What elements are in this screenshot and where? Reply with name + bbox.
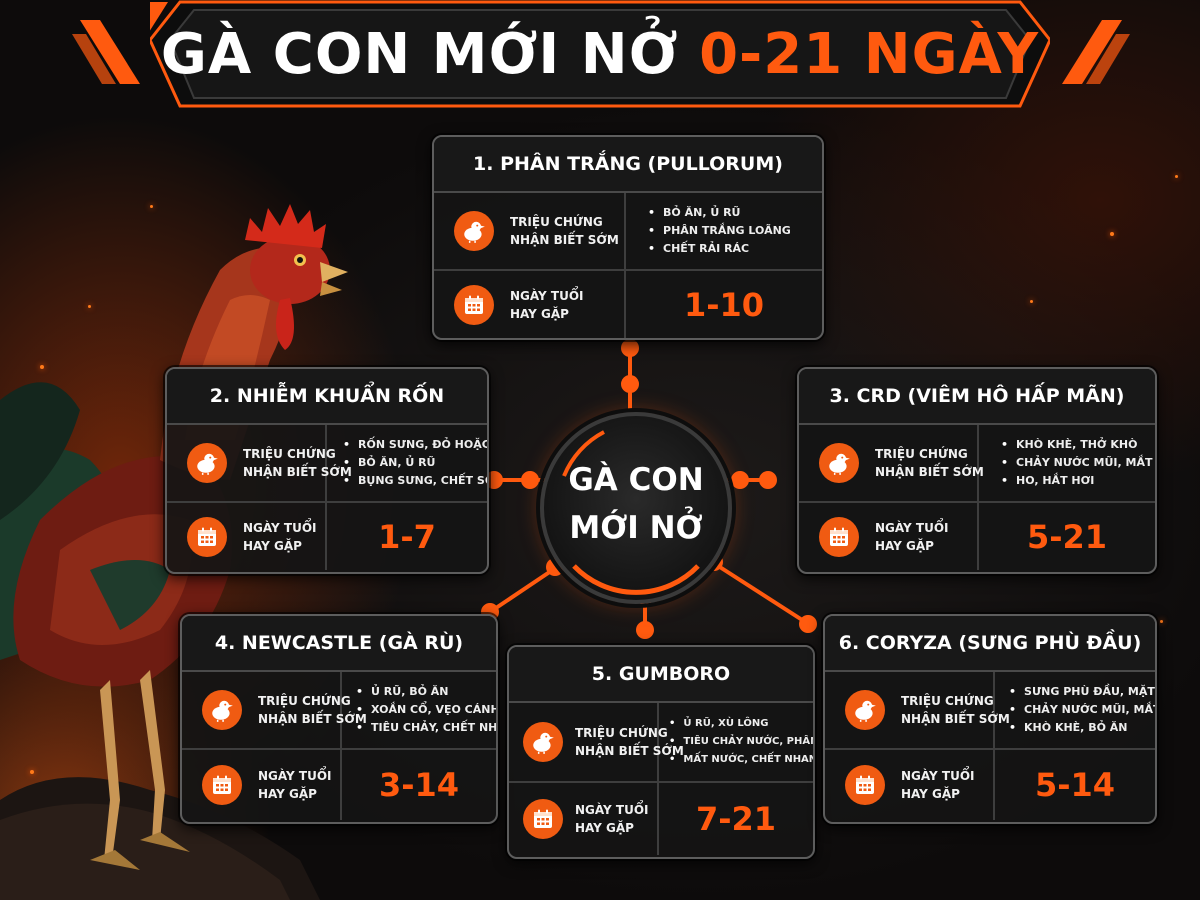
header-stripes-right: [1062, 20, 1130, 84]
symptom-item: BỎ ĂN, Ủ RŨ: [343, 454, 487, 472]
ember-spark: [1110, 232, 1114, 236]
age-range-value: 7-21: [695, 800, 777, 838]
symptom-item: TIÊU CHẢY NƯỚC, PHÂN TRẮNG: [669, 733, 813, 751]
calendar-icon: [187, 516, 227, 557]
symptom-item: CHẢY NƯỚC MŨI, MẮT: [1001, 454, 1152, 472]
chick-icon: [454, 211, 494, 251]
title-age-range: 0-21 NGÀY: [699, 22, 1040, 87]
disease-title: 6. CORYZA (SƯNG PHÙ ĐẦU): [825, 616, 1155, 672]
calendar-icon: [454, 284, 494, 325]
hub-line-1: GÀ CON: [568, 462, 704, 498]
symptom-item: BỎ ĂN, Ủ RŨ: [648, 204, 791, 222]
ember-spark: [88, 305, 91, 308]
age-range-value: 1-10: [683, 285, 765, 324]
symptom-item: Ủ RŨ, XÙ LÔNG: [669, 715, 813, 733]
age-range-value: 5-21: [1026, 517, 1108, 556]
calendar-icon: [819, 516, 859, 557]
symptom-item: XOẮN CỔ, VẸO CÁNH CHÂN: [356, 701, 496, 719]
symptom-list: SƯNG PHÙ ĐẦU, MẶT CHẢY NƯỚC MŨI, MẮT KHÒ…: [995, 683, 1155, 737]
calendar-icon: [202, 765, 242, 805]
calendar-icon: [523, 799, 563, 839]
symptom-item: CHẾT RẢI RÁC: [648, 240, 791, 258]
chick-icon: [819, 443, 859, 483]
symptom-item: PHÂN TRẮNG LOÃNG: [648, 222, 791, 240]
chick-icon: [202, 690, 242, 730]
symptom-item: MẤT NƯỚC, CHẾT NHANH: [669, 751, 813, 769]
ember-spark: [1175, 175, 1178, 178]
disease-title: 1. PHÂN TRẮNG (PULLORUM): [434, 137, 822, 193]
header-frame: [150, 0, 1050, 108]
ember-spark: [150, 205, 153, 208]
hub-label: GÀ CON MỚI NỞ: [544, 456, 728, 552]
disease-title: 4. NEWCASTLE (GÀ RÙ): [182, 616, 496, 672]
page-title: GÀ CON MỚI NỞ 0-21 NGÀY: [150, 22, 1050, 87]
symptom-item: KHÒ KHÈ, BỎ ĂN: [1009, 719, 1155, 737]
hub-line-2: MỚI NỞ: [569, 510, 703, 546]
header-banner: GÀ CON MỚI NỞ 0-21 NGÀY: [150, 0, 1050, 112]
disease-title: 5. GUMBORO: [509, 647, 813, 703]
chick-icon: [523, 722, 563, 762]
symptom-item: CHẢY NƯỚC MŨI, MẮT: [1009, 701, 1155, 719]
disease-title: 2. NHIỄM KHUẨN RỐN: [167, 369, 487, 425]
symptom-item: BỤNG SƯNG, CHẾT SỚM: [343, 472, 487, 490]
ember-spark: [1030, 300, 1033, 303]
symptom-item: Ủ RŨ, BỎ ĂN: [356, 683, 496, 701]
ember-spark: [40, 365, 44, 369]
header-stripes-left: [72, 20, 140, 84]
symptom-list: KHÒ KHÈ, THỞ KHÒ CHẢY NƯỚC MŨI, MẮT HO, …: [979, 436, 1152, 490]
symptom-list: BỎ ĂN, Ủ RŨ PHÂN TRẮNG LOÃNG CHẾT RẢI RÁ…: [626, 204, 791, 258]
age-range-value: 3-14: [378, 766, 460, 804]
age-range-value: 5-14: [1034, 766, 1116, 804]
symptom-item: HO, HẮT HƠI: [1001, 472, 1152, 490]
title-main: GÀ CON MỚI NỞ: [160, 22, 679, 87]
calendar-icon: [845, 765, 885, 805]
symptom-item: TIÊU CHẢY, CHẾT NHANH: [356, 719, 496, 737]
disease-title: 3. CRD (VIÊM HÔ HẤP MÃN): [799, 369, 1155, 425]
chick-icon: [187, 443, 227, 483]
symptom-list: Ủ RŨ, XÙ LÔNG TIÊU CHẢY NƯỚC, PHÂN TRẮNG…: [659, 715, 813, 769]
ember-spark: [30, 770, 34, 774]
center-hub: GÀ CON MỚI NỞ: [540, 412, 732, 604]
chick-icon: [845, 690, 885, 730]
symptom-list: RỐN SƯNG, ĐỎ HOẶC ƯỚT BỎ ĂN, Ủ RŨ BỤNG S…: [327, 436, 487, 490]
symptom-item: RỐN SƯNG, ĐỎ HOẶC ƯỚT: [343, 436, 487, 454]
symptom-list: Ủ RŨ, BỎ ĂN XOẮN CỔ, VẸO CÁNH CHÂN TIÊU …: [342, 683, 496, 737]
hub-ring: [562, 430, 700, 595]
age-range-value: 1-7: [378, 517, 436, 556]
symptom-item: SƯNG PHÙ ĐẦU, MẶT: [1009, 683, 1155, 701]
ember-spark: [1160, 620, 1163, 623]
symptom-item: KHÒ KHÈ, THỞ KHÒ: [1001, 436, 1152, 454]
